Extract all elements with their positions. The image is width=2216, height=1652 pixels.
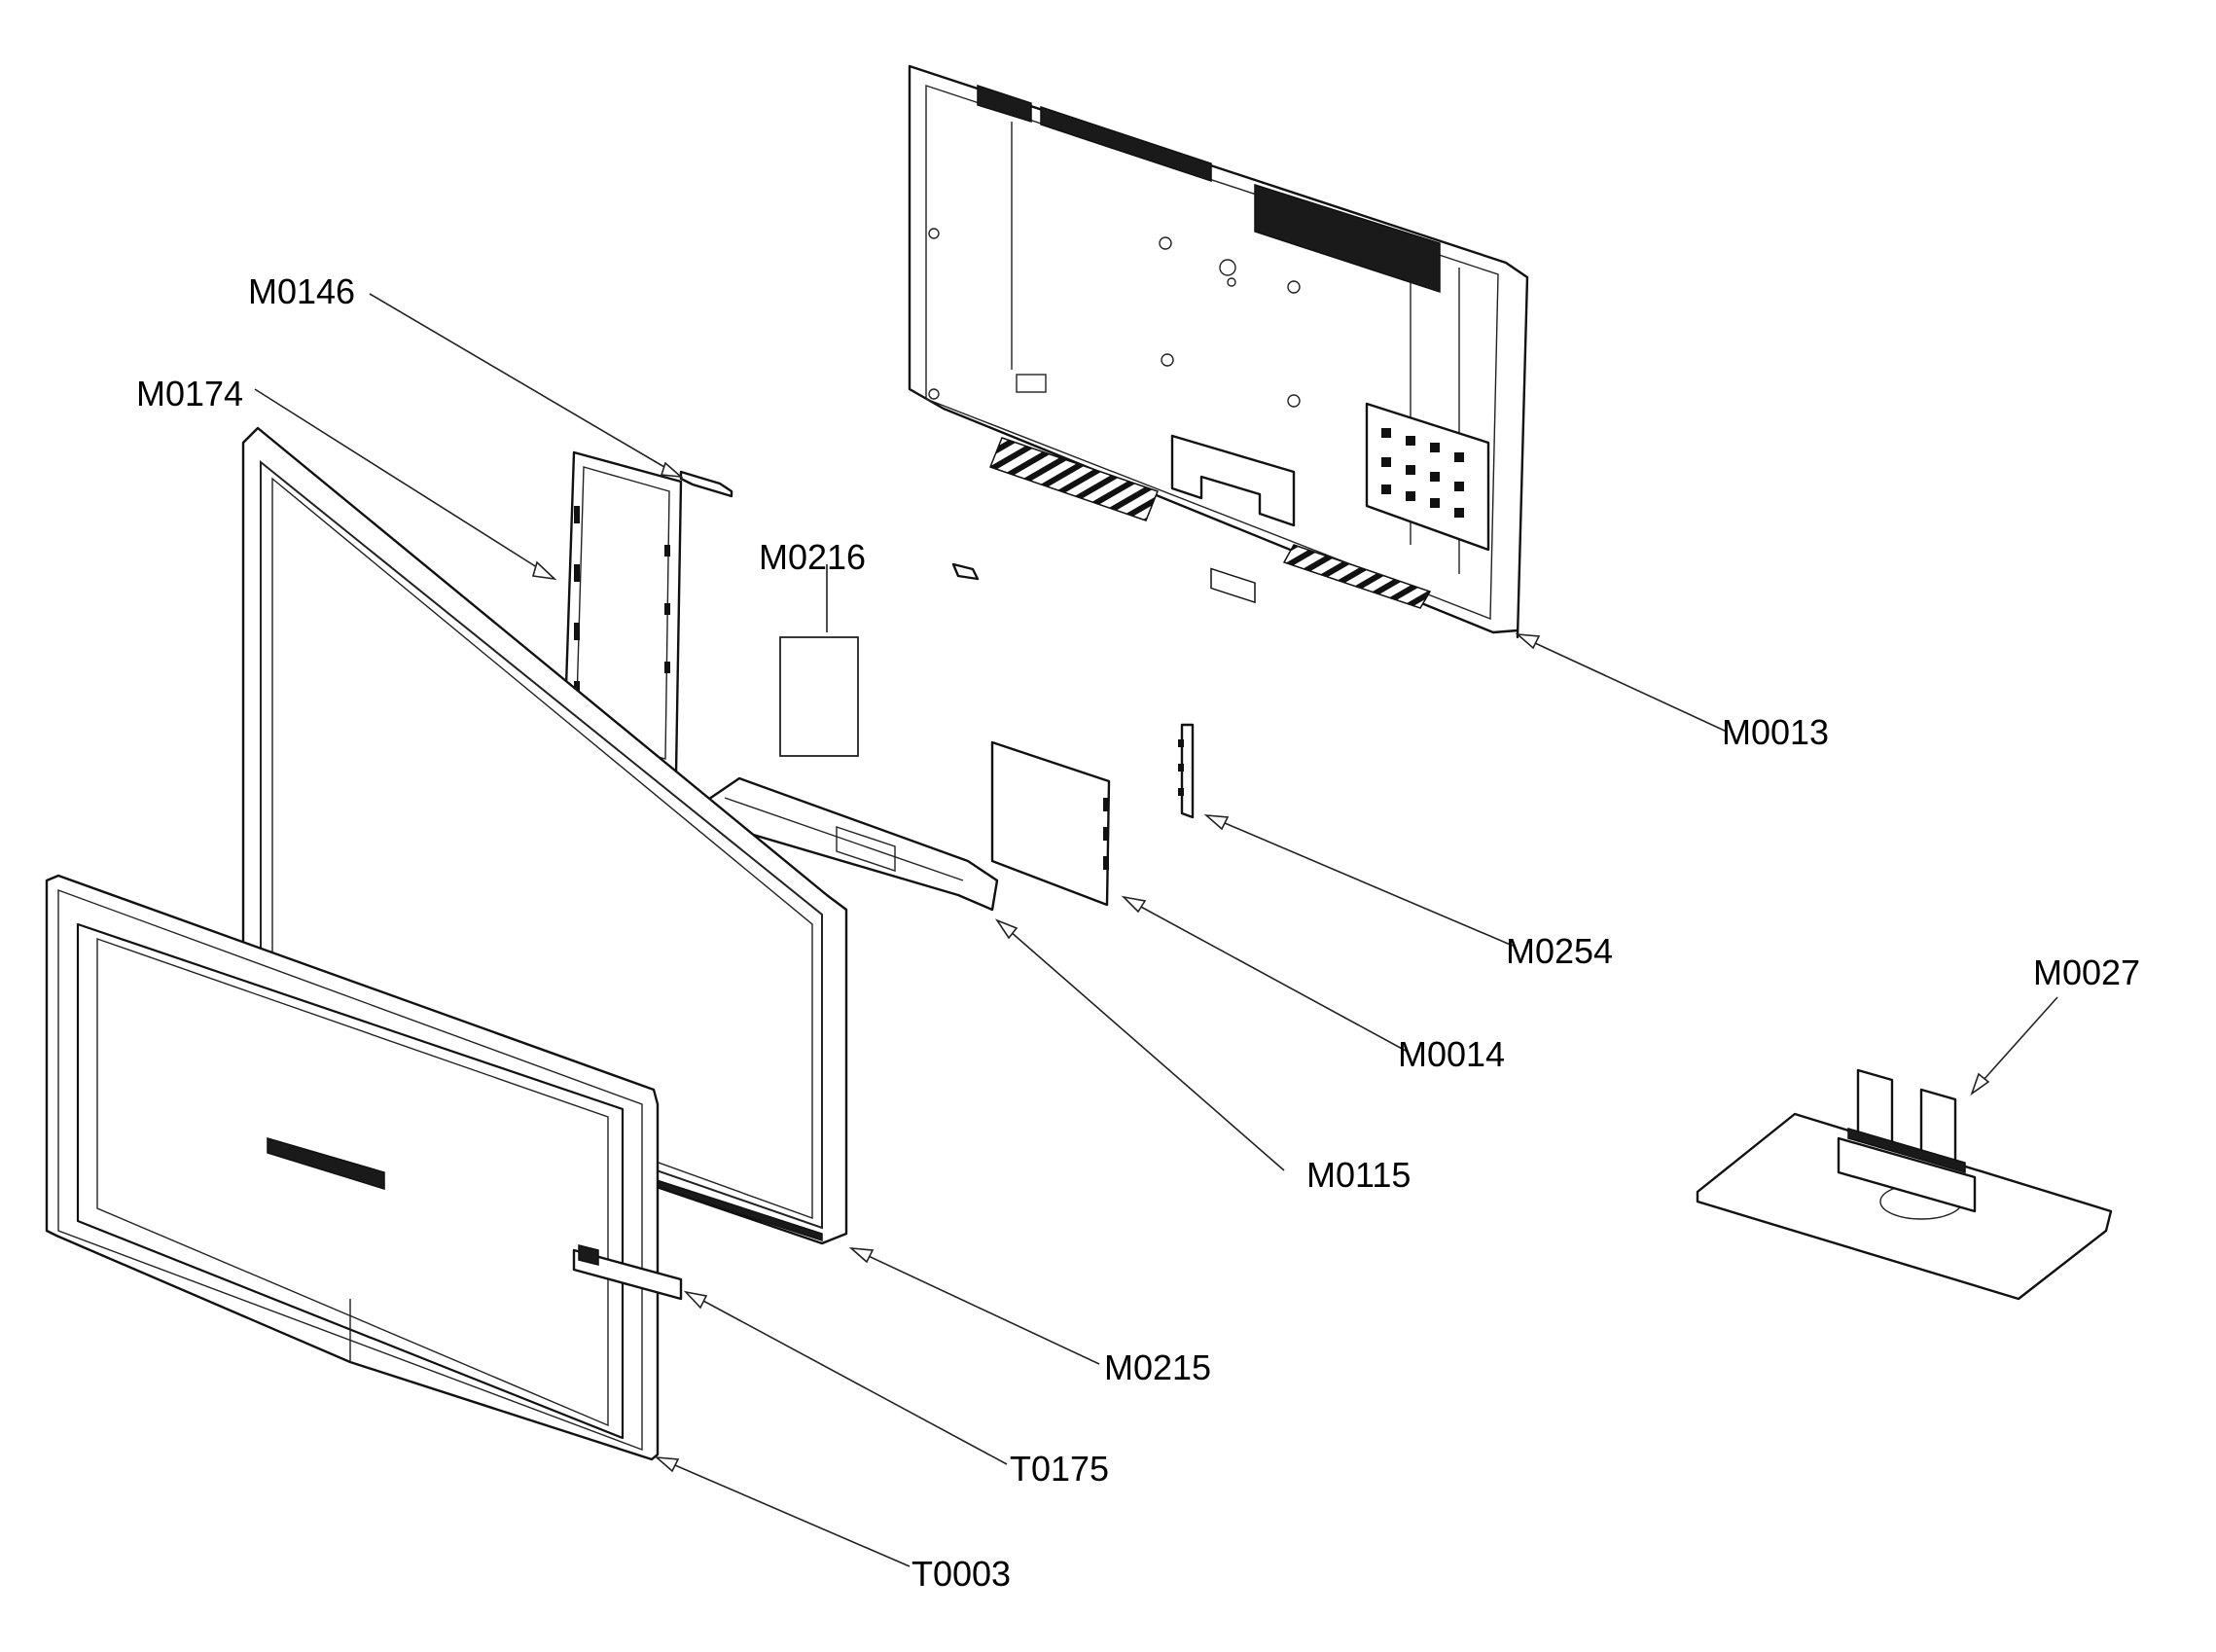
callout-m0014: M0014: [1398, 1034, 1505, 1074]
callout-m0174: M0174: [136, 374, 243, 413]
side-io-board: [1178, 723, 1195, 819]
callout-t0175: T0175: [1010, 1449, 1109, 1489]
rear-cover: [908, 64, 1529, 639]
ir-key-board: [267, 1137, 683, 1301]
callout-labels: M0146 M0174 M0216 M0013 M0254 M0014 M002…: [136, 271, 2140, 1594]
callout-m0254: M0254: [1506, 931, 1613, 971]
callout-m0146: M0146: [248, 271, 355, 311]
callout-m0216: M0216: [759, 537, 866, 577]
stand-base: [1696, 1068, 2113, 1301]
small-bracket-top: [679, 470, 980, 581]
callout-m0027: M0027: [2033, 952, 2140, 992]
leader-lines: [254, 293, 2058, 1567]
label-sheet: [779, 636, 859, 757]
callout-m0215: M0215: [1104, 1347, 1211, 1387]
callout-m0115: M0115: [1306, 1155, 1411, 1195]
main-board: [990, 740, 1111, 907]
callout-t0003: T0003: [911, 1554, 1011, 1594]
callout-m0013: M0013: [1722, 712, 1829, 752]
